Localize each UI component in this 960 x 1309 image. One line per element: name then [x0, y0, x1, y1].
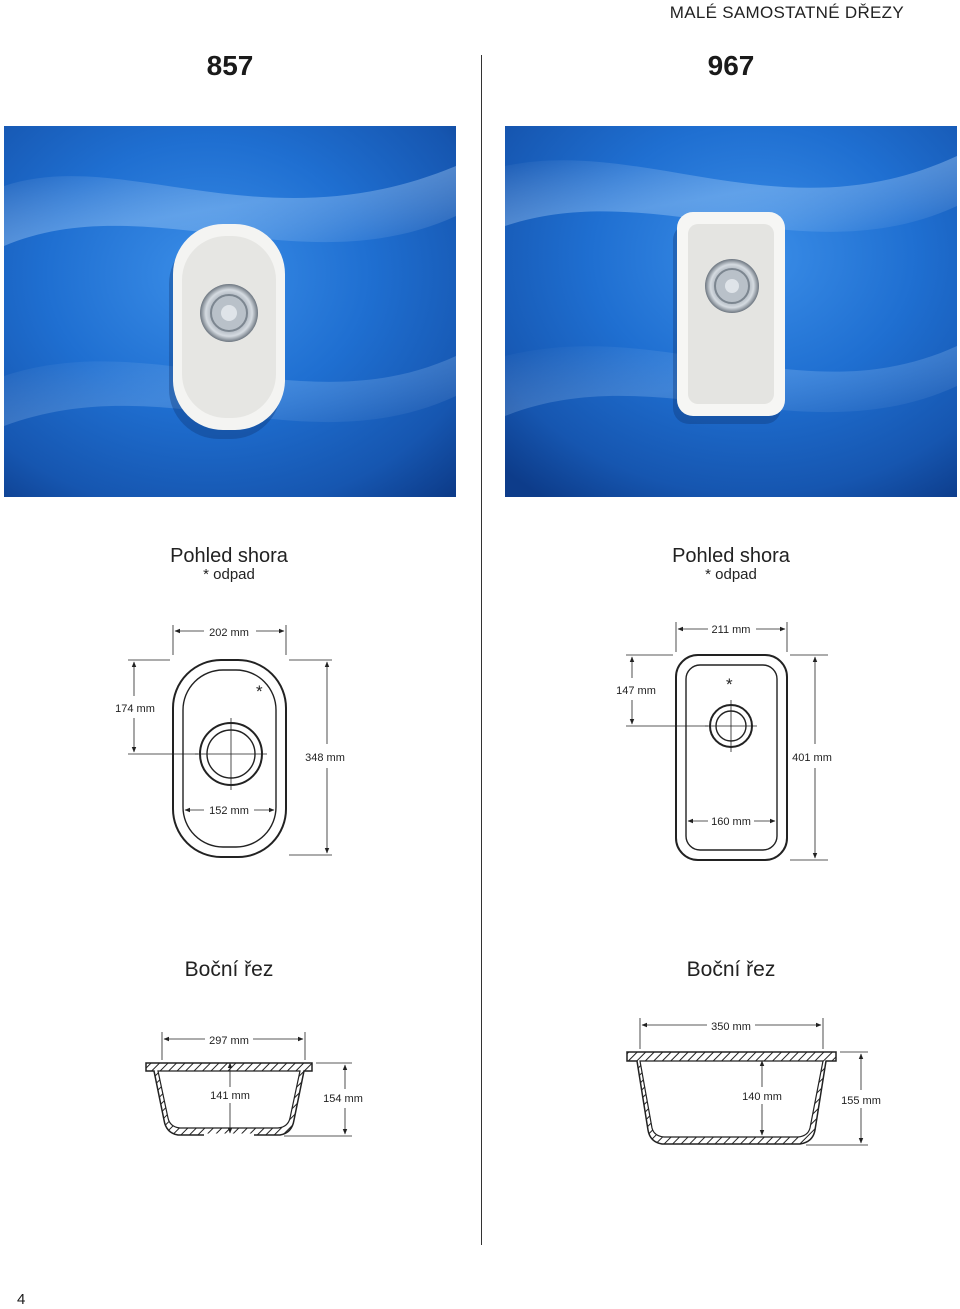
- drain-note: * odpad: [705, 566, 757, 583]
- dim-side-inner: 141 mm: [210, 1090, 250, 1102]
- model-number-left: 857: [206, 50, 254, 81]
- sink-photo-857: [4, 126, 456, 497]
- page-number: 4: [17, 1291, 26, 1308]
- column-divider: [481, 55, 482, 1245]
- dim-width-inner: 152 mm: [209, 805, 249, 817]
- top-view-caption-967: Pohled shora * odpad: [581, 546, 881, 583]
- drain-marker: *: [726, 675, 733, 694]
- dim-width-outer: 211 mm: [712, 624, 751, 636]
- dim-side-depth: 155 mm: [841, 1095, 881, 1107]
- side-section-drawing-857: [145, 1032, 352, 1137]
- dim-width-outer: 202 mm: [209, 627, 249, 639]
- dim-side-width: 350 mm: [711, 1021, 751, 1033]
- side-section-drawing-967: [626, 1018, 868, 1146]
- dim-side-depth: 154 mm: [323, 1093, 363, 1105]
- top-view-title: Pohled shora: [672, 545, 790, 567]
- sink-outline-inner: [685, 664, 778, 851]
- sink-photo-967: [505, 126, 957, 497]
- sink-outline-outer: [172, 659, 287, 858]
- side-section-title-857: Boční řez: [184, 958, 274, 981]
- dim-side-inner: 140 mm: [742, 1091, 782, 1103]
- dim-width-inner: 160 mm: [711, 816, 751, 828]
- dim-height-drain: 147 mm: [616, 685, 656, 697]
- dim-height-total: 348 mm: [305, 752, 345, 764]
- drain-note: * odpad: [203, 566, 255, 583]
- dim-height-total: 401 mm: [792, 752, 832, 764]
- dim-height-drain: 174 mm: [115, 703, 155, 715]
- dim-side-width: 297 mm: [209, 1035, 249, 1047]
- sink-outline-outer: [675, 654, 788, 861]
- sink-outline-inner: [182, 669, 277, 848]
- top-view-drawing-967: [626, 622, 828, 861]
- top-view-title: Pohled shora: [170, 545, 288, 567]
- model-number-right: 967: [707, 50, 755, 81]
- top-view-drawing-857: [128, 625, 332, 858]
- top-view-caption-857: Pohled shora * odpad: [79, 546, 379, 583]
- page-header-title: MALÉ SAMOSTATNÉ DŘEZY: [669, 3, 904, 22]
- drain-marker: *: [256, 682, 263, 701]
- side-section-title-967: Boční řez: [686, 958, 776, 981]
